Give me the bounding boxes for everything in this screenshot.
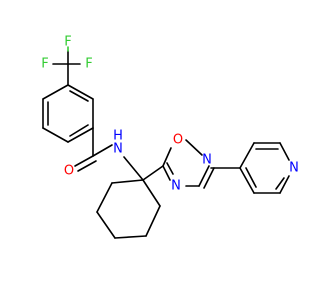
atom-n-pyridine: N	[289, 161, 299, 176]
bond-cyc-3	[114, 235, 147, 239]
bond-cyc-4	[96, 211, 116, 239]
bond-py-double-3	[245, 167, 257, 188]
bond-cyc-2	[145, 205, 161, 237]
bond-py-1	[239, 142, 255, 169]
atom-f-mid: F	[85, 57, 92, 72]
bond-py-4	[279, 175, 290, 194]
bond-cyc-1	[142, 179, 161, 207]
atom-n-amide: N	[113, 142, 123, 157]
bond-cyc-5	[96, 182, 113, 213]
bond-benz-4	[42, 127, 69, 143]
atom-f-top: F	[64, 35, 71, 50]
molecule-structure: F F F O N H O N N N	[41, 35, 299, 239]
bond-oxa-n-c3-double	[203, 167, 215, 189]
bond-cyc-6	[111, 179, 144, 184]
atom-f-left: F	[41, 57, 48, 72]
bond-c-o-1	[74, 155, 94, 167]
bond-benz-double-2	[69, 124, 89, 137]
atom-n-ring-bottom: N	[171, 179, 181, 194]
bond-py-3	[279, 142, 290, 161]
atom-o-ring: O	[173, 133, 183, 148]
bond-benz-double-1	[69, 90, 89, 102]
amide-group	[74, 127, 144, 181]
bond-oxa-n4-c5	[162, 165, 171, 181]
bond-oxa-o-n	[185, 139, 203, 156]
bond-c-n	[92, 144, 113, 157]
bond-oxa-n-c3	[198, 165, 210, 187]
pyridine-ring	[210, 142, 290, 194]
oxadiazole-ring	[142, 139, 215, 189]
bond-benz-1	[67, 84, 94, 100]
atom-h-amide: H	[113, 129, 123, 144]
bond-py-6	[239, 167, 255, 194]
bond-c-o-2	[77, 160, 97, 172]
trifluoromethyl-group	[52, 46, 81, 86]
bond-n-cyclohexyl	[123, 156, 144, 181]
bond-benz-3	[67, 127, 94, 143]
cyclohexane-ring	[96, 179, 161, 239]
atom-labels: F F F O N H O N N N	[41, 35, 299, 194]
bond-oxa-n4-c5-double	[166, 162, 174, 175]
benzene-ring	[42, 84, 94, 143]
bond-benz-6	[42, 84, 69, 100]
bond-cyc-oxadiazole	[142, 165, 164, 181]
bond-oxa-c5-o	[162, 147, 172, 167]
atom-o-carbonyl: O	[64, 164, 74, 179]
bond-py-double-2	[275, 177, 285, 190]
atom-n-ring-top: N	[202, 153, 212, 168]
